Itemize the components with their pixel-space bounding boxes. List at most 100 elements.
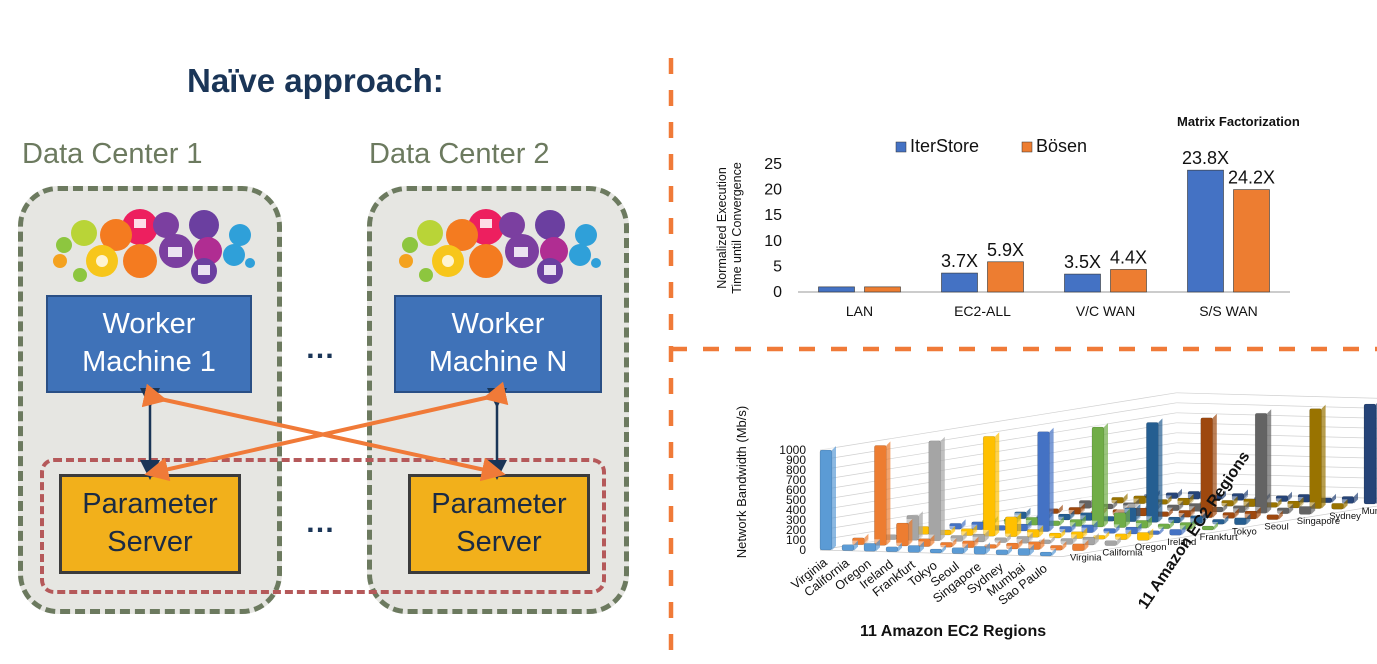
bar3d-top <box>896 519 913 523</box>
bar3d-top <box>930 545 946 549</box>
bar3d-side <box>1030 544 1034 556</box>
bar3d-top <box>1112 505 1129 510</box>
bar-1-0 <box>864 286 901 293</box>
bar3d-10-9 <box>1331 502 1344 510</box>
bar3d-top <box>886 542 902 547</box>
bar3d-top <box>1188 487 1204 492</box>
bar3d-side <box>918 511 923 541</box>
bar3d-side <box>1080 503 1085 515</box>
bar3d-top <box>962 536 979 541</box>
bar3d-10-7 <box>1266 514 1280 520</box>
bar3d-side <box>1178 488 1182 499</box>
bar3d-side <box>1137 523 1142 534</box>
bar3d-top <box>908 541 924 546</box>
link-workerN-ps1 <box>144 381 509 482</box>
bar3d-side <box>1094 533 1099 545</box>
bar3d-3-9 <box>1177 497 1190 506</box>
bar3d-9-8 <box>1276 507 1290 515</box>
y-tick-label: 500 <box>786 493 806 507</box>
bar3d-side <box>1127 529 1132 540</box>
bar3d-side <box>1049 427 1054 532</box>
bar3d-top <box>1005 512 1022 517</box>
bar3d-top <box>918 534 935 539</box>
y-tick-label: 300 <box>786 513 806 527</box>
y-tick-label: 25 <box>764 156 782 173</box>
bar3d-9-3 <box>1114 533 1128 541</box>
data-label: 3.5X <box>1064 252 1101 272</box>
bar3d-side <box>1168 507 1173 517</box>
bar3d-side <box>1223 503 1228 512</box>
bar3d-top <box>940 538 957 543</box>
bar3d-side <box>1148 516 1152 529</box>
app-icons-cluster-1 <box>53 209 255 284</box>
legend-label-1: Bösen <box>1036 136 1087 156</box>
bar3d-top <box>1040 548 1056 552</box>
workers-ellipsis: … <box>305 332 337 365</box>
bar3d-top <box>1178 506 1195 511</box>
bar-0-3 <box>1187 169 1224 293</box>
bar3d-side <box>1233 496 1238 507</box>
bar3d-6-0 <box>951 547 965 554</box>
bar3d-top <box>1093 531 1110 536</box>
bar3d-side <box>1167 495 1172 505</box>
bar3d-6-3 <box>1048 532 1062 539</box>
bar3d-side <box>942 545 946 553</box>
servers-ellipsis: … <box>305 506 337 539</box>
bar3d-top <box>1059 522 1076 527</box>
bar3d-top <box>1104 536 1121 541</box>
y-tick-label: 900 <box>786 453 806 467</box>
bar3d-2-1 <box>896 522 909 547</box>
bar3d-side <box>832 446 836 550</box>
bar3d-side <box>1256 507 1261 519</box>
bar3d-side <box>1234 508 1239 519</box>
bar3d-top <box>1221 496 1238 501</box>
bar3d-top <box>994 533 1011 538</box>
bar3d-top <box>1115 529 1132 534</box>
z-region-label: Frankfurt <box>1200 532 1238 543</box>
bar3d-side <box>1311 502 1316 515</box>
bar-0-2 <box>1064 273 1101 293</box>
bar3d-top <box>1137 528 1154 533</box>
bar3d-side <box>1104 423 1108 527</box>
bar3d-side <box>940 436 945 541</box>
bar3d-top <box>928 436 945 441</box>
bar3d-side <box>1136 503 1141 522</box>
bar3d-side <box>964 543 968 554</box>
bar3d-top <box>1072 539 1089 544</box>
bar3d-8-4 <box>1125 526 1138 535</box>
bar3d-4-4 <box>1037 431 1050 532</box>
x-tick-label: LAN <box>846 303 873 319</box>
bar3d-0-0 <box>819 449 833 551</box>
bar3d-7-0 <box>973 545 987 555</box>
bar3d-side <box>1008 545 1012 555</box>
y-tick-label: 15 <box>764 207 782 224</box>
bar3d-top <box>1058 510 1075 514</box>
z-region-label: Virginia <box>1070 553 1102 564</box>
bar3d-top <box>1146 418 1163 423</box>
bar3d-top <box>1082 533 1099 537</box>
bar3d-7-8 <box>1232 505 1246 513</box>
bar3d-top <box>1233 501 1250 506</box>
bar3d-8-8 <box>1254 412 1268 514</box>
bar3d-top <box>1124 503 1141 508</box>
bar3d-side <box>1332 493 1336 503</box>
y-tick-label: 5 <box>773 258 782 275</box>
bar3d-side <box>1061 529 1066 538</box>
bar3d-side <box>984 530 989 542</box>
bar3d-3-0 <box>885 546 899 553</box>
bar-1-3 <box>1233 189 1270 293</box>
bar3d-10-6 <box>1234 517 1247 526</box>
bar3d-side <box>1126 508 1130 528</box>
bar3d-side <box>961 519 966 530</box>
legend-swatch-1 <box>1021 141 1033 153</box>
bar3d-side <box>1084 539 1089 551</box>
y-tick-label: 200 <box>786 523 806 537</box>
bar3d-2-0 <box>863 542 877 552</box>
bar3d-top <box>996 545 1012 550</box>
bar3d-9-9 <box>1309 408 1322 509</box>
bar3d-side <box>1192 518 1196 530</box>
bar3d-top <box>1111 493 1128 498</box>
bar3d-top <box>874 441 891 446</box>
bar3d-10-10 <box>1363 403 1377 505</box>
